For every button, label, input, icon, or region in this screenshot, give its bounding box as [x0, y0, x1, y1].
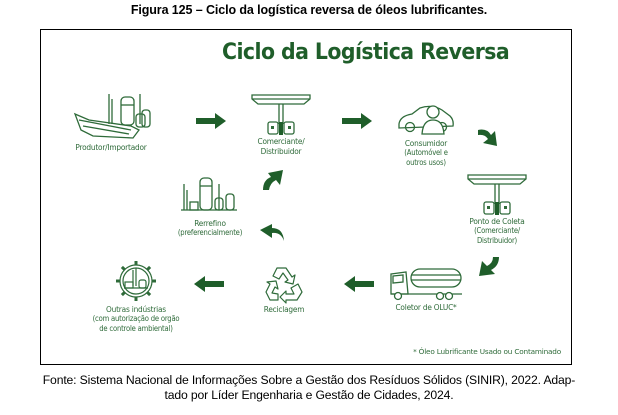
arrow-left-icon: [194, 276, 224, 292]
diagram-title: Ciclo da Logística Reversa: [222, 40, 510, 65]
node-label: Coletor de OLUC*: [395, 302, 457, 312]
node-coletor-oluc: Coletor de OLUC*: [381, 266, 471, 312]
node-ponto-de-coleta: Ponto de Coleta (Comerciante/ Distribuid…: [457, 172, 537, 246]
node-label: outros usos): [406, 158, 446, 167]
node-label: Distribuidor: [260, 146, 302, 156]
node-label: Rerrefino: [194, 218, 226, 228]
node-label: Consumidor: [404, 138, 448, 148]
tanker-truck-icon: [390, 268, 462, 301]
curved-arrow-up-right-icon: [263, 170, 283, 190]
node-label: Produtor/Importador: [75, 142, 147, 152]
node-label: Ponto de Coleta: [469, 216, 525, 226]
gear-factory-icon: [116, 261, 156, 301]
node-comerciante-distribuidor: Comerciante/ Distribuidor: [241, 92, 321, 156]
node-label: Distribuidor): [476, 236, 518, 245]
node-label: Reciclagem: [263, 304, 305, 314]
fuel-station-icon: [251, 94, 311, 135]
node-outras-industrias: Outras indústrias (com autorização de or…: [71, 258, 201, 334]
node-produtor-importador: Produtor/Importador: [61, 90, 161, 152]
arrow-right-icon: [196, 113, 226, 129]
node-label: de controle ambiental): [99, 324, 173, 333]
curved-arrow-left-icon: [260, 224, 284, 241]
node-label: Outras indústrias: [106, 304, 166, 314]
figure-title: Figura 125 – Ciclo da logística reversa …: [130, 3, 488, 17]
footnote: * Óleo Lubrificante Usado ou Contaminado: [413, 347, 561, 356]
curved-arrow-down-left-icon: [479, 257, 499, 276]
diagram-frame: Ciclo da Logística Reversa Produtor/Impo…: [40, 29, 572, 365]
refinery-icon: [181, 177, 237, 211]
car-person-icon: [398, 105, 454, 135]
figure-caption: Fonte: Sistema Nacional de Informações S…: [0, 373, 618, 403]
fuel-station-icon: [467, 174, 527, 215]
node-rerrefino: Rerrefino (preferencialmente): [165, 174, 255, 238]
caption-line: tado por Líder Engenharia e Gestão de Ci…: [164, 388, 454, 402]
recycle-icon: [265, 267, 303, 304]
node-label: (Comerciante/: [474, 226, 520, 235]
caption-line: Fonte: Sistema Nacional de Informações S…: [42, 373, 576, 387]
arrow-left-icon: [344, 276, 374, 292]
node-label: (preferencialmente): [177, 228, 243, 237]
curved-arrow-down-right-icon: [478, 129, 497, 146]
refinery-ship-icon: [73, 94, 151, 139]
node-label: (Automóvel e: [404, 148, 448, 157]
node-label: Comerciante/: [257, 136, 305, 146]
node-reciclagem: Reciclagem: [251, 264, 317, 314]
node-label: (com autorização de orgão: [92, 314, 180, 323]
node-consumidor: Consumidor (Automóvel e outros usos): [391, 100, 461, 168]
arrow-right-icon: [342, 113, 372, 129]
